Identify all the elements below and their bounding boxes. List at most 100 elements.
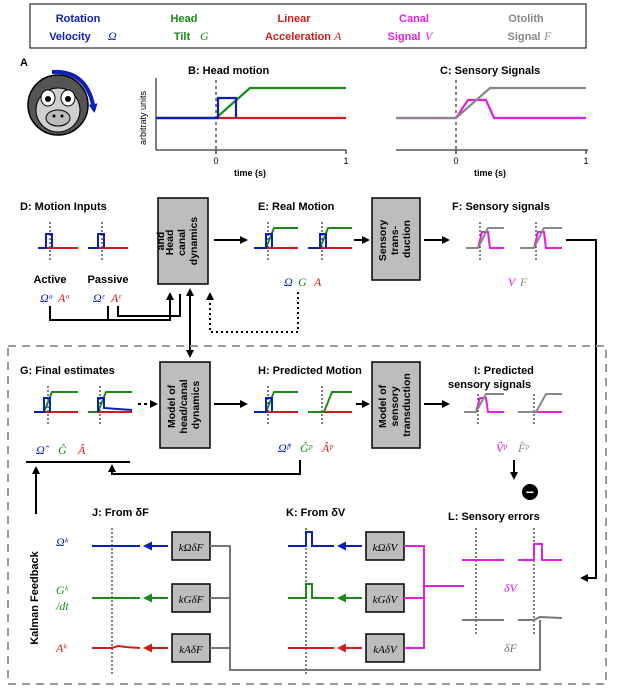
panel-a-label: A [20, 57, 28, 69]
svg-text:Âᵖ: Âᵖ [321, 441, 333, 455]
panel-b-title: B: Head motion [188, 65, 270, 77]
svg-text:time (s): time (s) [234, 168, 266, 178]
svg-text:F: F [519, 275, 528, 289]
svg-text:Signal: Signal [507, 31, 540, 43]
panel-f-plot-1 [466, 222, 504, 262]
b-ylabel: arbitraty units [138, 90, 148, 145]
panel-k-title: K: From δV [286, 507, 346, 519]
svg-text:1: 1 [343, 156, 348, 166]
svg-text:Aᵏ: Aᵏ [55, 641, 67, 655]
svg-text:kGδV: kGδV [373, 594, 399, 606]
svg-text:F: F [543, 29, 552, 43]
row1-arrows [49, 236, 597, 582]
svg-text:1: 1 [583, 156, 588, 166]
minus-symbol: − [522, 484, 538, 500]
svg-text:/dt: /dt [55, 599, 69, 613]
panel-e-plot-2 [308, 222, 352, 262]
svg-text:Ĝᵖ: Ĝᵖ [300, 441, 313, 455]
svg-text:Â: Â [77, 443, 86, 457]
legend-otolith: Otolith Signal F [507, 13, 552, 43]
panel-d-title: D: Motion Inputs [20, 201, 107, 213]
panel-i-title-2: sensory signals [448, 379, 531, 391]
panel-e-plot-1 [254, 222, 298, 262]
panel-i-plot-1 [464, 393, 504, 426]
svg-text:Linear: Linear [277, 13, 311, 25]
svg-text:and: and [155, 232, 167, 251]
head-canal-dynamics-box: Head canal dynamics and [155, 197, 209, 285]
svg-text:Model of sensory t: Model of sensory transduction [377, 373, 413, 437]
panel-c-title: C: Sensory Signals [440, 65, 540, 77]
panel-f-plot-2 [520, 222, 562, 262]
svg-text:δF: δF [504, 641, 518, 655]
svg-text:Signal: Signal [387, 31, 420, 43]
active-label: Active [33, 274, 66, 286]
rotation-arrow-icon [51, 69, 98, 113]
legend-linear: Linear Acceleration A [265, 13, 342, 43]
model-head-canal-box: Model of head/canal dynamics [159, 361, 211, 449]
panel-d-passive-plot [88, 222, 128, 262]
svg-text:Gᵏ: Gᵏ [56, 583, 69, 597]
svg-text:Rotation: Rotation [56, 13, 101, 25]
svg-text:Ωᵏ: Ωᵏ [56, 535, 69, 549]
svg-text:time (s): time (s) [474, 168, 506, 178]
svg-text:Aᵘ: Aᵘ [57, 291, 69, 305]
panel-b-plot [155, 78, 347, 154]
model-sensory-box: Model of sensory transduction [371, 361, 421, 449]
panel-f-title: F: Sensory signals [452, 201, 550, 213]
panel-i-title-1: I: Predicted [474, 365, 534, 377]
legend-tilt: Head Tilt G [171, 13, 209, 43]
svg-text:Head canal dynamic: Head canal dynamics [164, 217, 200, 266]
svg-text:Ω: Ω [108, 29, 117, 43]
panel-c-plot [396, 80, 588, 154]
svg-text:Ĝ: Ĝ [58, 443, 67, 457]
svg-text:0: 0 [453, 156, 458, 166]
svg-text:kΩδF: kΩδF [179, 542, 204, 554]
svg-text:F̂ᵖ: F̂ᵖ [517, 441, 529, 455]
sensory-transduction-box: Sensory trans- duction [371, 197, 421, 281]
svg-text:Ω̂: Ω̂ [36, 443, 50, 457]
svg-text:Ωᵘ: Ωᵘ [40, 291, 53, 305]
svg-text:V̂ᵖ: V̂ᵖ [496, 441, 507, 455]
svg-text:−: − [526, 484, 534, 500]
svg-text:Aᵋ: Aᵋ [110, 291, 122, 305]
svg-text:V: V [508, 275, 517, 289]
svg-text:G: G [298, 275, 307, 289]
svg-text:Velocity: Velocity [49, 31, 91, 43]
panel-h-plot-1 [254, 386, 298, 426]
svg-text:Ωᵋ: Ωᵋ [93, 291, 106, 305]
svg-text:Ω: Ω [284, 275, 293, 289]
svg-text:δV: δV [504, 581, 519, 595]
svg-text:Ω̂ᵖ: Ω̂ᵖ [278, 441, 292, 455]
panel-e-title: E: Real Motion [258, 201, 335, 213]
row2-arrows [32, 400, 518, 514]
svg-text:Otolith: Otolith [508, 13, 544, 25]
panel-g-title: G: Final estimates [20, 365, 115, 377]
svg-text:kΩδV: kΩδV [373, 542, 399, 554]
panel-i-plot-2 [518, 393, 562, 426]
gain-boxes-f: kΩδF kGδF kAδF [171, 531, 211, 663]
svg-text:G: G [200, 29, 209, 43]
panel-h-plot-2 [308, 386, 352, 426]
panel-l-title: L: Sensory errors [448, 511, 540, 523]
svg-text:Head: Head [171, 13, 198, 25]
panel-g-plot-1 [34, 386, 78, 426]
panel-h-title: H: Predicted Motion [258, 365, 362, 377]
passive-label: Passive [88, 274, 129, 286]
panel-d-active-plot [38, 222, 78, 262]
legend-rotation: Rotation Velocity Ω [49, 13, 117, 43]
svg-text:kAδF: kAδF [179, 644, 203, 656]
svg-text:A: A [333, 29, 342, 43]
legend-canal: Canal Signal V [387, 13, 434, 43]
gain-boxes-v: kΩδV kGδV kAδV [365, 531, 405, 663]
kalman-feedback-label: Kalman Feedback [29, 550, 41, 644]
svg-text:Model of head/canal: Model of head/canal dynamics [166, 376, 202, 433]
svg-text:Tilt: Tilt [174, 31, 191, 43]
svg-text:A: A [313, 275, 322, 289]
monkey-head-icon [27, 74, 89, 136]
internal-model-region [7, 345, 607, 685]
panel-j-title: J: From δF [92, 507, 149, 519]
legend: Rotation Velocity Ω Head Tilt G Linear A… [29, 3, 587, 49]
panel-g-plot-2 [88, 386, 133, 426]
svg-text:V: V [425, 29, 434, 43]
